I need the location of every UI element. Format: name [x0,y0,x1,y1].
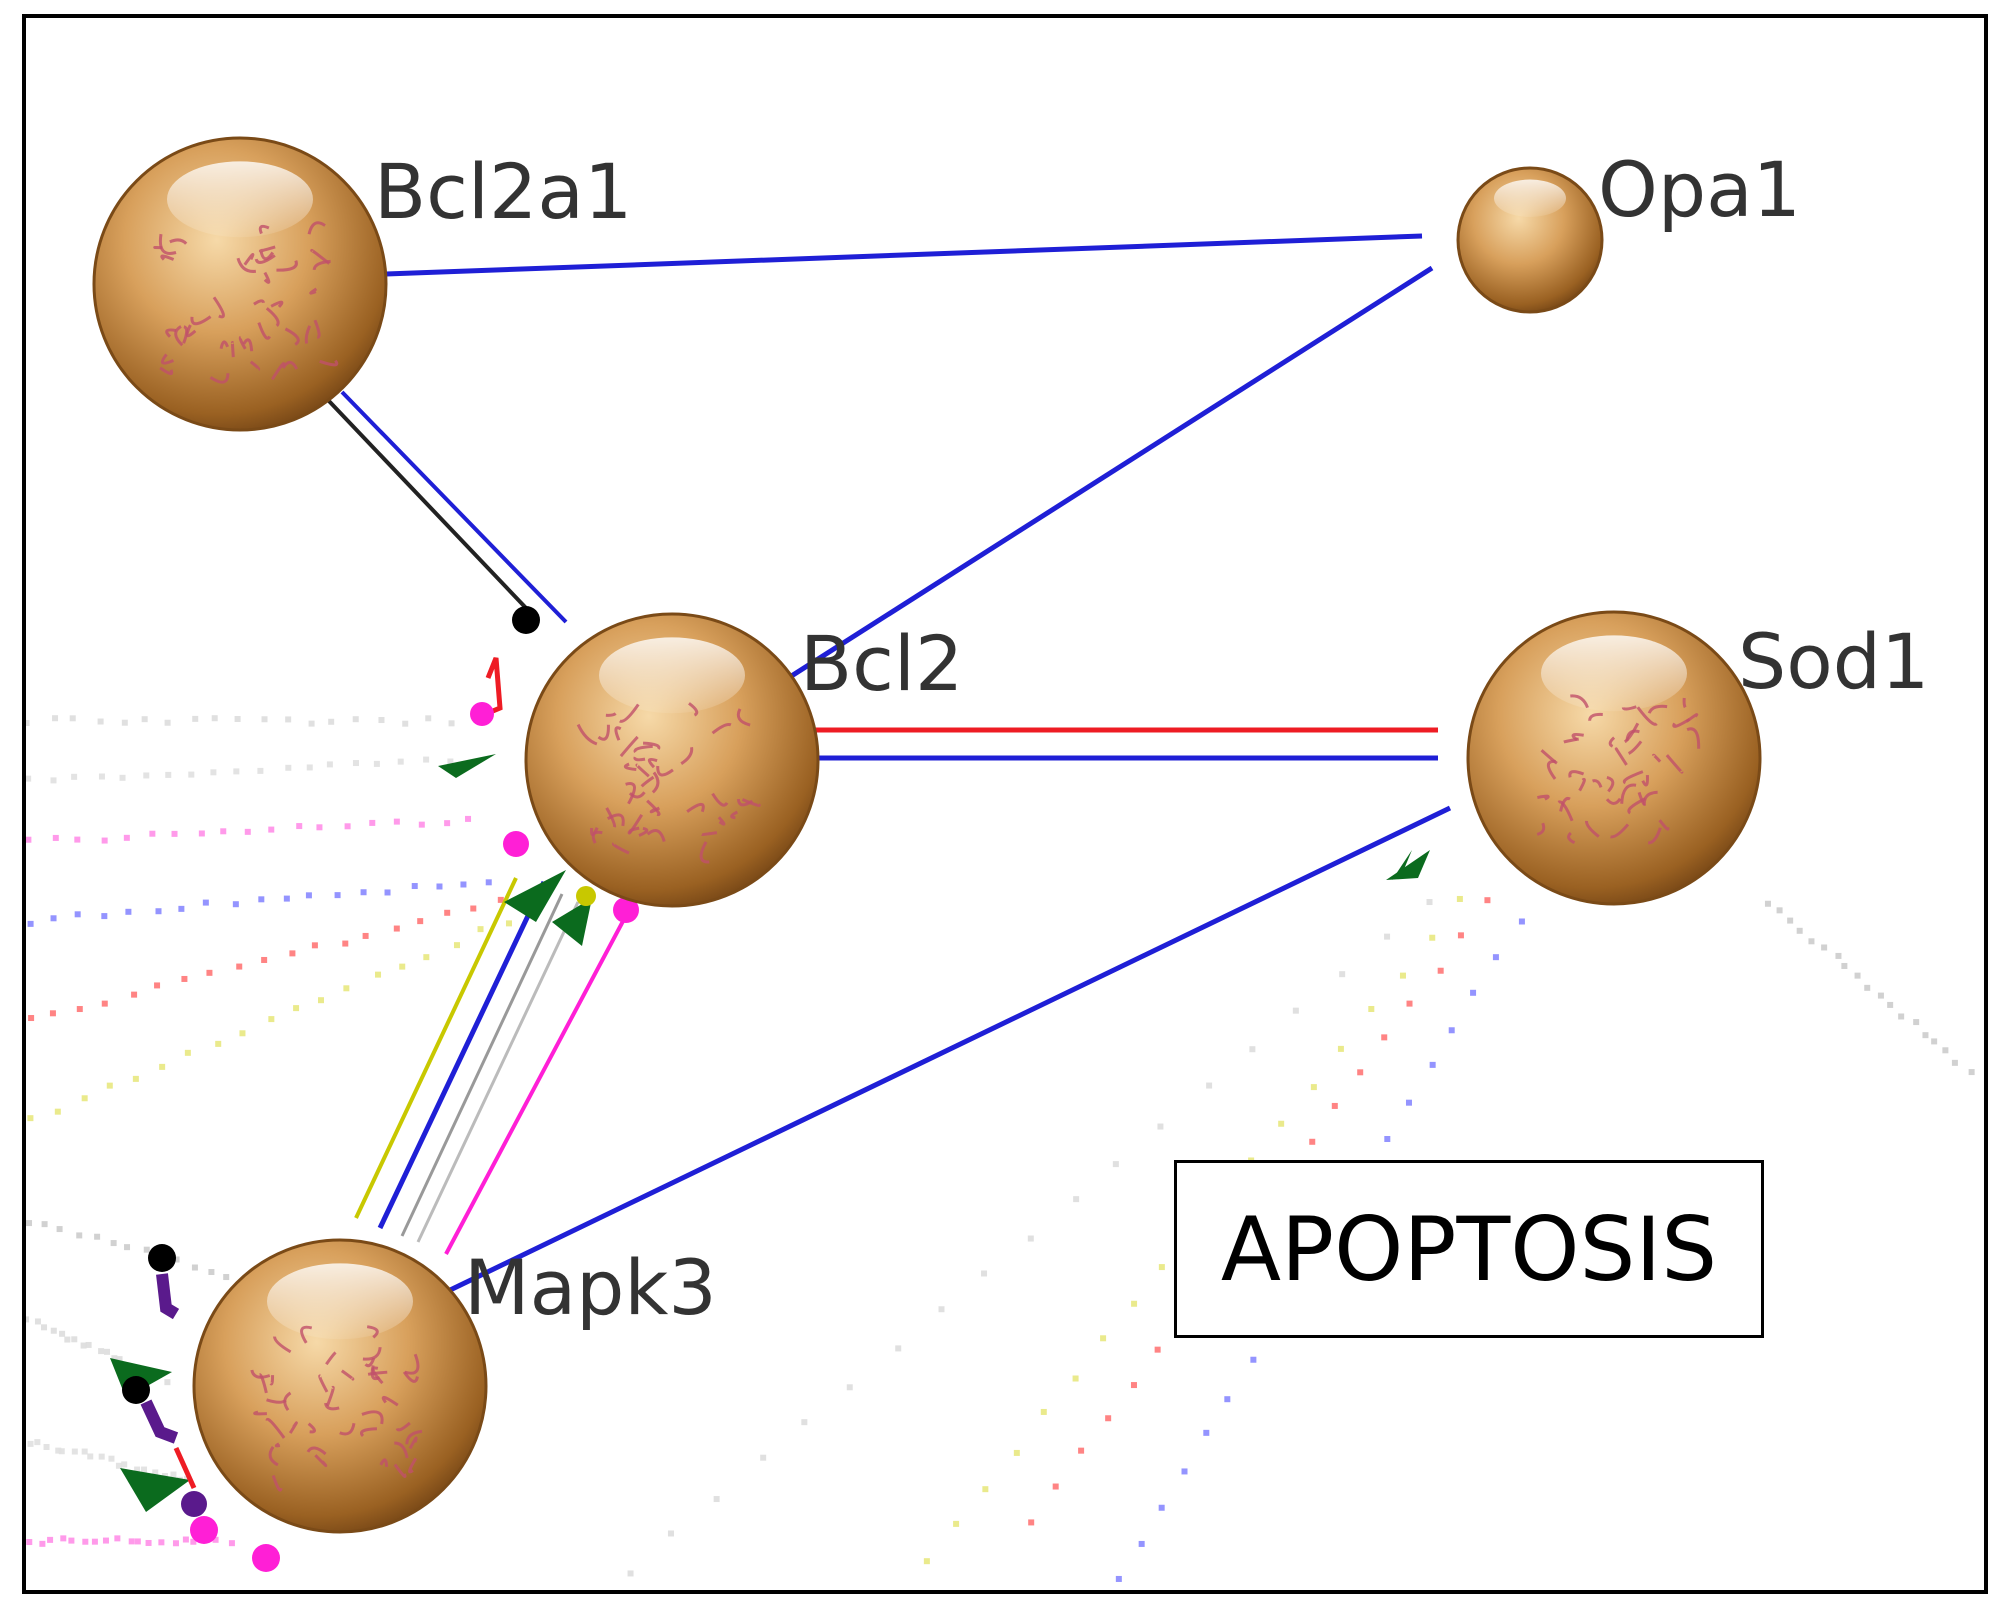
edge-mapk3-bcl2[interactable] [354,831,639,1255]
protein-structure-icon [1536,694,1701,845]
node-label-mapk3: Mapk3 [464,1243,717,1332]
edge-bcl2-sod1[interactable] [796,727,1438,761]
node-sod1[interactable] [1466,610,1762,906]
arrow-head [552,898,592,946]
apoptosis-label-box: APOPTOSIS [1174,1160,1764,1338]
node-label-sod1: Sod1 [1738,617,1929,706]
apoptosis-label: APOPTOSIS [1220,1197,1718,1301]
arrow-head [1386,850,1430,880]
node-label-bcl2a1: Bcl2a1 [374,147,632,236]
node-opa1[interactable] [1456,166,1604,314]
background-edges [26,715,1975,1582]
node-mapk3[interactable] [192,1238,488,1534]
edge-end-dot [613,897,639,923]
protein-structure-icon [153,221,339,384]
edge-opa1-bcl2[interactable] [780,265,1434,685]
protein-structure-icon [576,702,761,864]
offscreen-edge-markers [110,657,503,1572]
arrow-head [504,870,566,922]
edge-end-dot [576,886,596,906]
edge-bcl2a1-opa1[interactable] [385,233,1423,277]
edge-bcl2a1-bcl2[interactable] [326,390,568,634]
protein-structure-icon [250,1325,423,1492]
edge-end-dot [512,606,540,634]
edge-end-dot [503,831,529,857]
node-bcl2[interactable] [524,612,820,908]
node-label-opa1: Opa1 [1598,145,1801,234]
node-bcl2a1[interactable] [92,136,388,432]
node-label-bcl2: Bcl2 [800,619,963,708]
edge-mapk3-sod1[interactable] [444,805,1452,1295]
